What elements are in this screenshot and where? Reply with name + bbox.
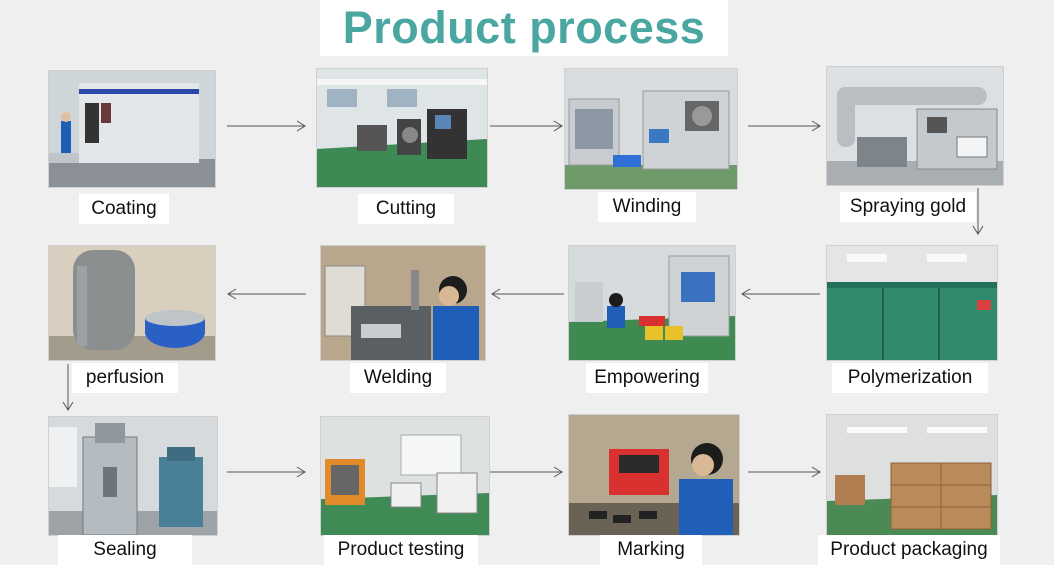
arrow-right-6 xyxy=(748,466,822,478)
label-welding: Welding xyxy=(350,363,446,393)
photo-empowering xyxy=(568,245,736,361)
label-marking: Marking xyxy=(600,535,702,565)
arrow-right-3 xyxy=(748,120,822,132)
photo-cutting xyxy=(316,68,488,188)
page-title: Product process xyxy=(342,2,706,53)
label-product-packaging: Product packaging xyxy=(818,535,1000,565)
arrow-right-2 xyxy=(490,120,564,132)
arrow-right-5 xyxy=(490,466,564,478)
label-cutting: Cutting xyxy=(358,194,454,224)
photo-sealing xyxy=(48,416,218,536)
arrow-down-2 xyxy=(62,364,74,412)
arrow-right-4 xyxy=(227,466,307,478)
label-sealing: Sealing xyxy=(58,535,192,565)
arrow-left-1 xyxy=(226,288,308,300)
label-perfusion: perfusion xyxy=(72,363,178,393)
arrow-down-1 xyxy=(972,188,984,236)
arrow-left-2 xyxy=(490,288,566,300)
photo-marking xyxy=(568,414,740,536)
label-polymerization: Polymerization xyxy=(832,363,988,393)
label-empowering: Empowering xyxy=(586,363,708,393)
arrow-right-1 xyxy=(227,120,307,132)
label-product-testing: Product testing xyxy=(324,535,478,565)
title-banner: Product process xyxy=(320,0,728,56)
arrow-left-3 xyxy=(740,288,822,300)
photo-perfusion xyxy=(48,245,216,361)
photo-polymerization xyxy=(826,245,998,361)
label-winding: Winding xyxy=(598,192,696,222)
photo-spraying-gold xyxy=(826,66,1004,186)
label-coating: Coating xyxy=(79,194,169,224)
photo-welding xyxy=(320,245,486,361)
photo-product-packaging xyxy=(826,414,998,536)
photo-winding xyxy=(564,68,738,190)
photo-product-testing xyxy=(320,416,490,536)
photo-coating xyxy=(48,70,216,188)
label-spraying-gold: Spraying gold xyxy=(840,192,976,222)
